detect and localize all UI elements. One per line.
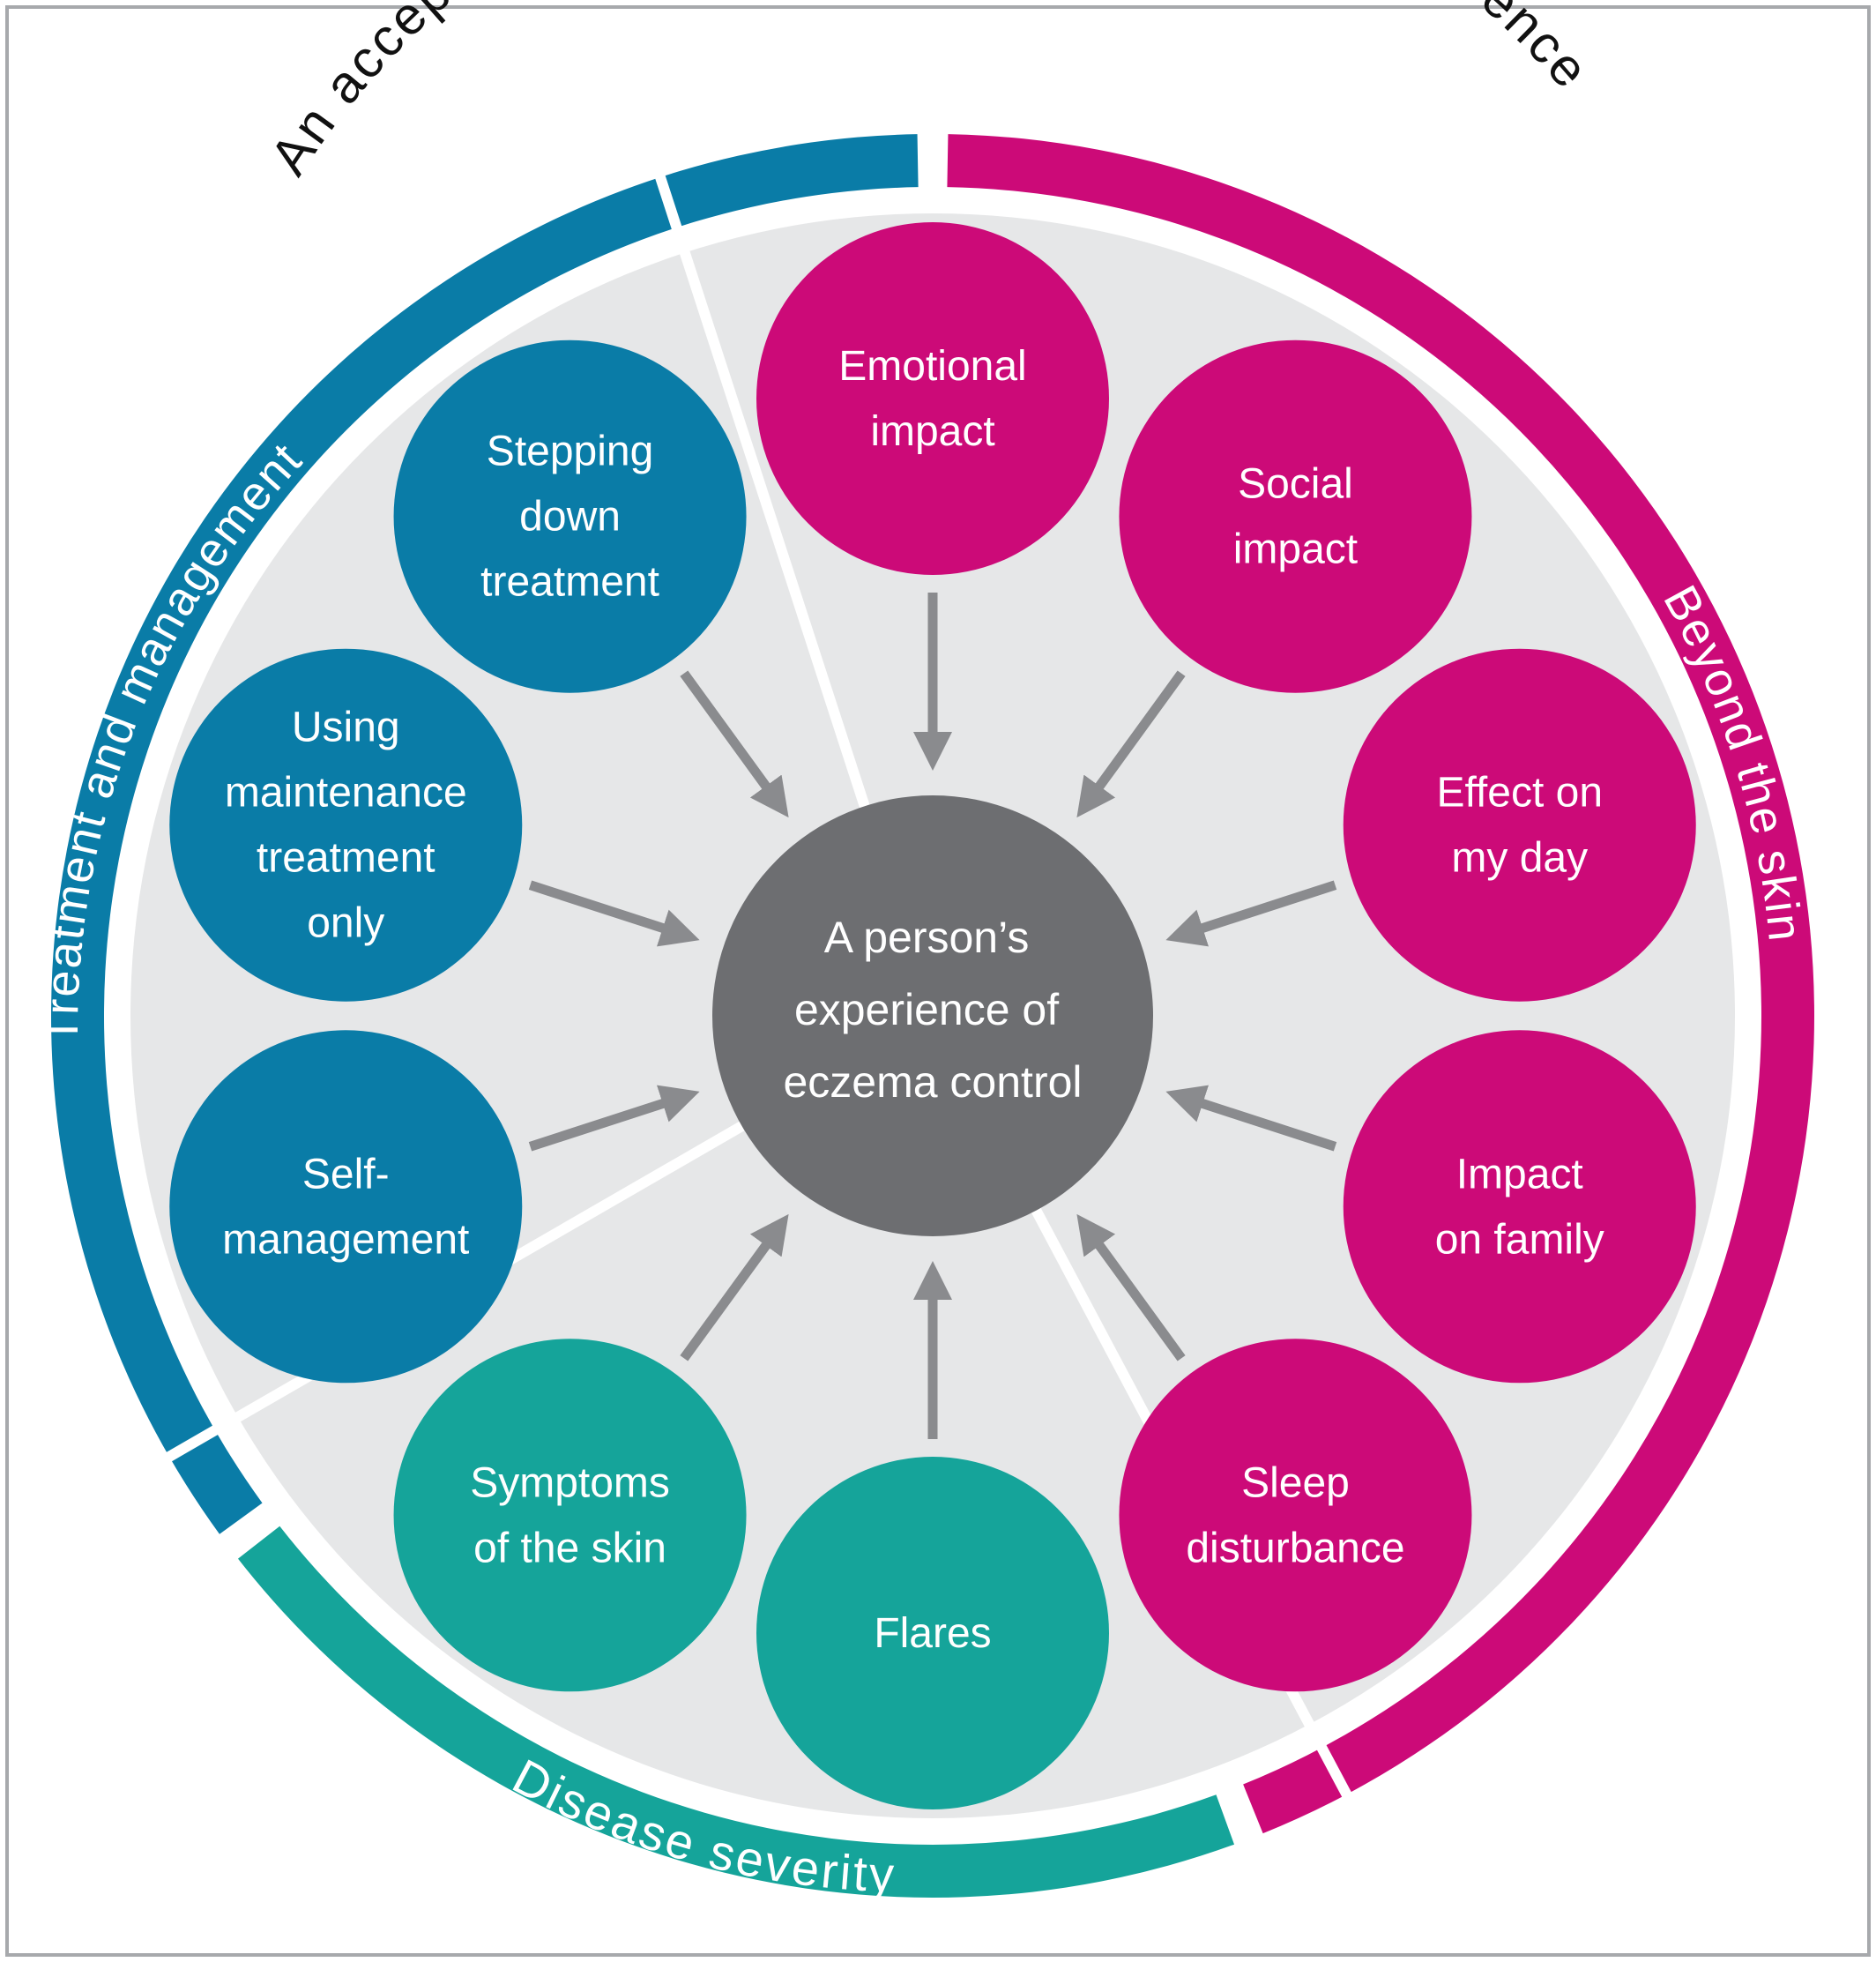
ring-segment-treatment bbox=[50, 134, 919, 1534]
center-line-3: eczema control bbox=[783, 1057, 1082, 1107]
node-label-line: on family bbox=[1435, 1216, 1604, 1263]
arrows bbox=[528, 593, 1337, 1439]
diagram-title: An acceptable level of control is an ind… bbox=[258, 0, 1601, 185]
node-label-line: treatment bbox=[257, 835, 436, 882]
node-label-line: Flares bbox=[874, 1610, 991, 1657]
node-label-flares: Flares bbox=[874, 1610, 991, 1657]
node-circle-impact-on-family bbox=[1343, 1030, 1696, 1384]
node-label-impact-on-family: Impact on family bbox=[1435, 1151, 1604, 1263]
center-label: A person’s experience of eczema control bbox=[783, 913, 1082, 1107]
node-label-effect-on-my-day: Effect on my day bbox=[1436, 770, 1603, 882]
node-label-sleep-disturbance: Sleep disturbance bbox=[1186, 1459, 1404, 1571]
node-label-line: impact bbox=[1233, 526, 1358, 573]
node-emotional-impact: Emotional impact bbox=[756, 222, 1109, 575]
diagram-frame bbox=[5, 5, 1871, 1957]
node-symptoms-of-the-skin: Symptoms of the skin bbox=[393, 1339, 747, 1692]
arrow-symptoms-of-the-skin bbox=[680, 1213, 789, 1361]
node-label-social-impact: Social impact bbox=[1233, 461, 1358, 573]
node-circle-sleep-disturbance bbox=[1119, 1339, 1472, 1692]
node-label-line: Social bbox=[1238, 461, 1353, 508]
node-circle-using-maintenance-treatment-only bbox=[169, 648, 523, 1002]
node-label-line: Emotional bbox=[838, 343, 1026, 390]
outer-ring bbox=[50, 134, 1815, 1898]
node-circle-social-impact bbox=[1119, 339, 1472, 693]
node-label-line: Stepping bbox=[487, 429, 654, 475]
node-circle-effect-on-my-day bbox=[1343, 648, 1696, 1002]
node-label-line: down bbox=[519, 494, 621, 541]
node-circle-flares bbox=[756, 1457, 1109, 1809]
arrow-effect-on-my-day bbox=[1165, 880, 1337, 947]
node-sleep-disturbance: Sleep disturbance bbox=[1119, 1339, 1472, 1692]
node-label-line: Effect on bbox=[1436, 770, 1603, 817]
node-effect-on-my-day: Effect on my day bbox=[1343, 648, 1696, 1002]
node-impact-on-family: Impact on family bbox=[1343, 1030, 1696, 1384]
node-label-line: impact bbox=[870, 408, 994, 455]
node-label-line: Impact bbox=[1456, 1151, 1583, 1197]
node-label-line: Symptoms bbox=[470, 1459, 670, 1506]
node-circle-emotional-impact bbox=[756, 222, 1109, 575]
node-label-self-management: Self-management bbox=[222, 1151, 469, 1263]
node-circle-stepping-down-treatment bbox=[393, 339, 747, 693]
arrow-impact-on-family bbox=[1165, 1085, 1337, 1152]
arrow-using-maintenance-treatment-only bbox=[528, 880, 700, 947]
node-label-line: management bbox=[222, 1216, 469, 1263]
node-using-maintenance-treatment-only: Using maintenance treatment only bbox=[169, 648, 523, 1002]
arrow-social-impact bbox=[1076, 670, 1186, 818]
node-label-line: only bbox=[307, 900, 384, 947]
node-label-line: Sleep bbox=[1241, 1459, 1350, 1506]
node-circle-self-management bbox=[169, 1030, 523, 1384]
node-label-line: disturbance bbox=[1186, 1525, 1404, 1571]
node-label-line: treatment bbox=[480, 559, 659, 606]
center-line-2: experience of bbox=[794, 985, 1059, 1034]
arrow-stepping-down-treatment bbox=[680, 670, 789, 818]
node-circle-symptoms-of-the-skin bbox=[393, 1339, 747, 1692]
node-label-line: Self- bbox=[302, 1151, 390, 1197]
center-line-1: A person’s bbox=[824, 913, 1030, 962]
node-label-using-maintenance-treatment-only: Using maintenance treatment only bbox=[225, 705, 467, 947]
node-flares: Flares bbox=[756, 1457, 1109, 1809]
arrow-self-management bbox=[528, 1085, 700, 1152]
node-label-line: of the skin bbox=[473, 1525, 666, 1571]
node-label-line: my day bbox=[1451, 835, 1588, 882]
ring-segment-severity bbox=[237, 1526, 1235, 1898]
node-label-emotional-impact: Emotional impact bbox=[838, 343, 1026, 455]
node-label-stepping-down-treatment: Stepping down treatment bbox=[480, 429, 659, 606]
center-node: A person’s experience of eczema control bbox=[712, 795, 1153, 1236]
node-label-symptoms-of-the-skin: Symptoms of the skin bbox=[470, 1459, 670, 1571]
node-label-line: Using bbox=[292, 705, 400, 751]
node-label-line: maintenance bbox=[225, 770, 467, 817]
arrow-sleep-disturbance bbox=[1076, 1213, 1186, 1361]
node-self-management: Self-management bbox=[169, 1030, 523, 1384]
node-social-impact: Social impact bbox=[1119, 339, 1472, 693]
node-stepping-down-treatment: Stepping down treatment bbox=[393, 339, 747, 693]
